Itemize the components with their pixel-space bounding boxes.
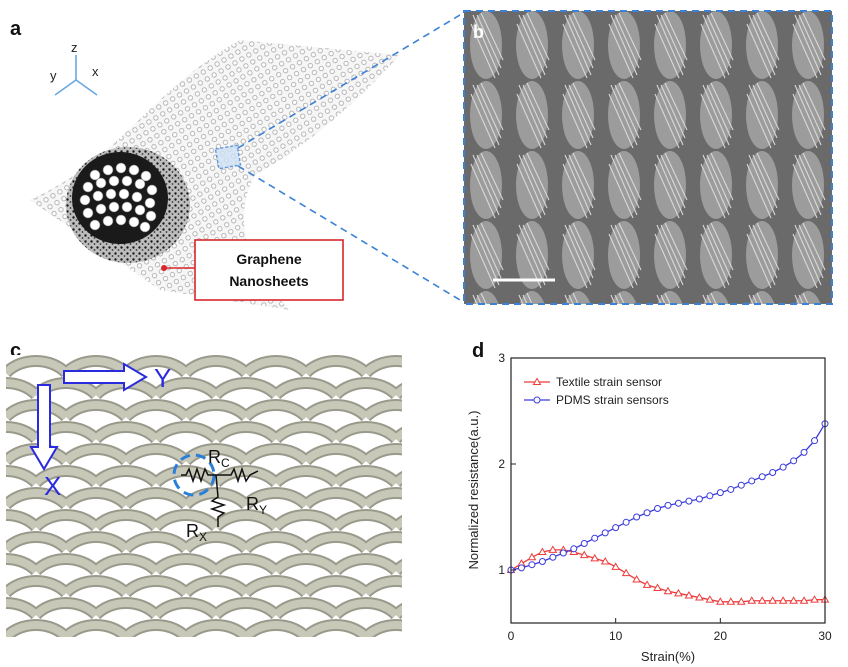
series-1-point xyxy=(601,529,609,537)
series-1-point xyxy=(674,499,682,507)
x-axis-label: Strain(%) xyxy=(641,649,695,664)
series-line-1 xyxy=(510,423,826,571)
series-1-point xyxy=(758,473,766,481)
y-tick-label: 1 xyxy=(498,563,505,577)
zoom-region-marker xyxy=(214,144,242,170)
series-0-point xyxy=(674,588,683,597)
series-0-point xyxy=(527,552,537,561)
series-0-point xyxy=(653,583,662,592)
panel-d-label: d xyxy=(472,340,485,362)
resistor-network xyxy=(181,466,259,527)
x-tick-label: 30 xyxy=(818,629,832,643)
series-1-point xyxy=(622,518,630,526)
series-0-point xyxy=(810,595,819,603)
series-1-point xyxy=(591,534,599,542)
series-1-point xyxy=(685,497,693,505)
x-tick-label: 0 xyxy=(508,629,515,643)
series-0-point xyxy=(600,557,610,565)
series-1-point xyxy=(580,540,588,547)
series-1-point xyxy=(695,495,703,503)
zoom-line-bottom xyxy=(237,165,460,301)
panel-c-label: c xyxy=(10,340,22,362)
axis-z-label: z xyxy=(71,40,78,55)
callout-pointer-dot xyxy=(161,265,167,271)
series-1-point xyxy=(790,457,798,465)
legend-marker-0 xyxy=(532,377,542,385)
panel-b-sem-image: b xyxy=(463,10,833,305)
x-tick-label: 20 xyxy=(714,629,728,643)
graphene-callout-box xyxy=(194,239,344,301)
arrow-y-label: Y xyxy=(154,363,171,393)
series-0-point xyxy=(663,586,673,595)
series-0-point xyxy=(632,575,641,583)
series-0-point xyxy=(705,595,715,603)
series-1-point xyxy=(517,564,525,572)
resistor-rx-label: RX xyxy=(186,521,207,544)
series-1-point xyxy=(654,505,662,513)
series-1-point xyxy=(779,463,787,471)
series-0-point xyxy=(778,596,788,604)
series-1-point xyxy=(612,524,620,532)
direction-arrows xyxy=(29,362,148,471)
panel-c-knit-illustration: Y X RC RY RX xyxy=(6,355,402,637)
series-1-point xyxy=(559,549,567,557)
series-0-point xyxy=(579,550,589,559)
resistor-rc-label: RC xyxy=(208,447,230,470)
series-0-point xyxy=(695,593,704,601)
series-1-point xyxy=(549,553,557,561)
series-1-point xyxy=(643,509,651,517)
series-1-point xyxy=(716,489,724,497)
panel-a-illustration: z y x Graphene Nanosheets xyxy=(30,14,460,310)
series-0-point xyxy=(799,596,809,604)
series-0-point xyxy=(726,597,736,605)
series-1-point xyxy=(538,558,546,566)
series-0-point xyxy=(590,553,600,562)
series-0-point xyxy=(684,590,694,599)
series-0-point xyxy=(757,596,767,604)
series-1-point xyxy=(800,448,808,456)
y-tick-label: 2 xyxy=(498,457,505,471)
series-1-point xyxy=(633,513,641,521)
series-1-point xyxy=(748,477,756,485)
panel-b-label: b xyxy=(473,22,484,42)
axis-y-label: y xyxy=(50,68,57,83)
y-tick-label: 3 xyxy=(498,351,505,365)
series-0-point xyxy=(789,596,798,604)
panel-a-label: a xyxy=(10,18,22,40)
resistor-ry-label: RY xyxy=(246,494,267,517)
series-0-point xyxy=(611,562,621,570)
series-0-point xyxy=(538,547,547,555)
y-axis-label: Normalized resistance(a.u.) xyxy=(466,411,481,570)
series-1-point xyxy=(811,437,819,445)
zoom-line-top xyxy=(237,14,460,149)
fiber-cross-sections xyxy=(79,162,158,233)
series-1-point xyxy=(769,468,777,476)
series-0-point xyxy=(736,597,746,605)
axes-triad xyxy=(54,55,98,96)
series-1-point xyxy=(570,545,578,553)
series-0-point xyxy=(548,545,558,553)
series-0-point xyxy=(715,597,725,605)
series-1-point xyxy=(737,481,745,489)
axis-x-label: x xyxy=(92,64,99,79)
x-tick-label: 10 xyxy=(609,629,623,643)
series-0-point xyxy=(621,568,631,577)
legend-label-1: PDMS strain sensors xyxy=(556,393,669,407)
arrow-x-label: X xyxy=(44,471,61,501)
plot-frame xyxy=(510,357,826,624)
series-1-point xyxy=(727,485,735,493)
callout-text-line2: Nanosheets xyxy=(229,273,309,289)
panel-d-chart: 0 10 20 30 1 2 3 Strain(%) Normalized resistan… xyxy=(466,351,832,664)
legend-label-0: Textile strain sensor xyxy=(556,375,662,389)
series-1-point xyxy=(664,501,672,509)
legend-marker-1 xyxy=(533,396,541,404)
callout-text-line1: Graphene xyxy=(236,251,302,267)
series-0-point xyxy=(747,596,757,604)
series-0-point xyxy=(768,596,778,604)
series-1-point xyxy=(706,492,714,500)
series-0-point xyxy=(642,580,652,588)
series-1-point xyxy=(528,561,536,569)
